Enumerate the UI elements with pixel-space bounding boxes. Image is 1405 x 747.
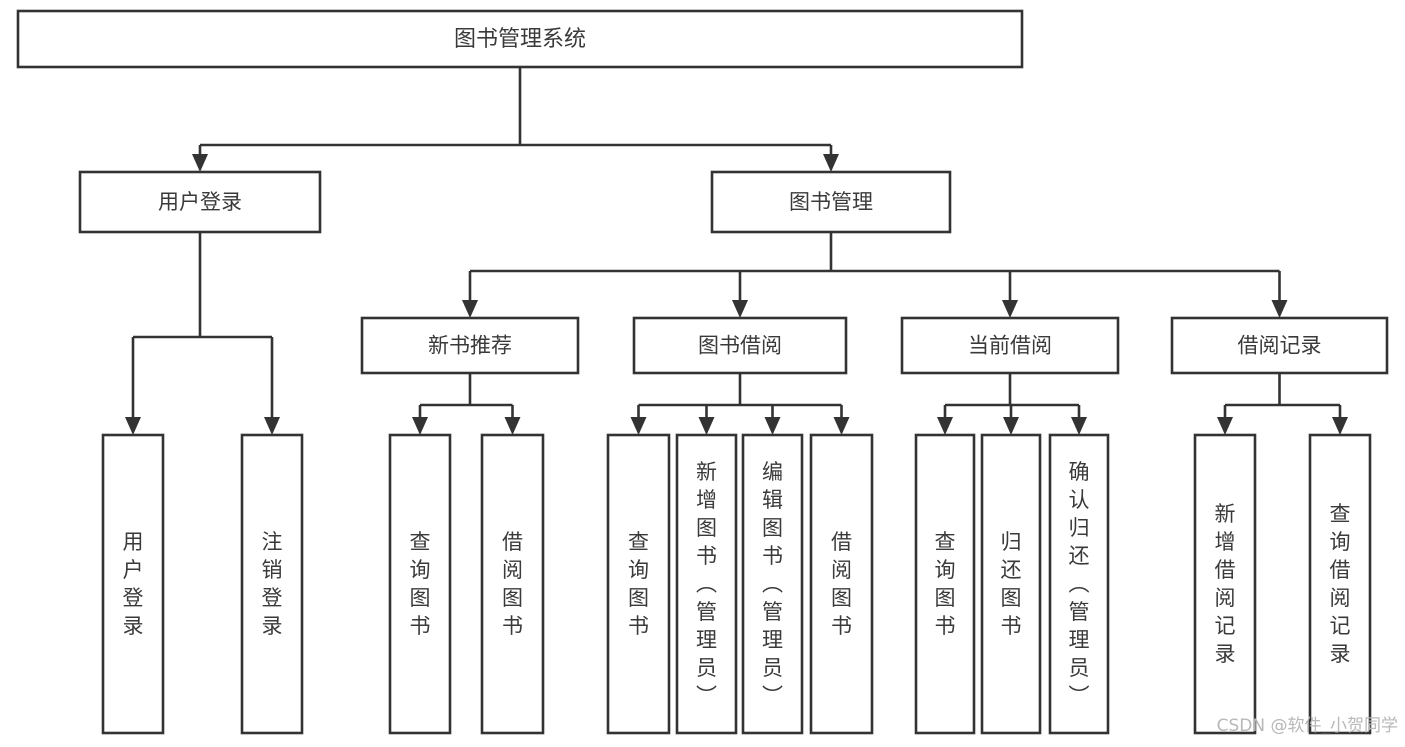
conn-book-management-branch-0-arrowhead-icon [462,300,478,318]
node-level3-new-book-recommend-box[interactable] [360,316,580,375]
node-level3-borrow-record-label: 借阅记录 [1238,334,1322,358]
node-leaf-leaf-add-borrow-record-label: 新增借阅记录 [1215,502,1236,666]
watermark-layer: CSDN @软件_小贺同学 [1217,716,1398,736]
node-leaf-leaf-query-book-borrow-label: 查询图书 [628,530,649,638]
node-leaf-leaf-return-book-box[interactable] [980,433,1042,735]
node-leaf-leaf-add-borrow-record[interactable]: 新增借阅记录 [1193,433,1257,735]
node-leaf-leaf-query-book-recommend-label: 查询图书 [410,530,431,638]
conn-current-borrow-branch-2-arrowhead-icon [1071,417,1087,435]
conn-book-borrow-branch-1-arrowhead-icon [698,417,715,435]
node-level2-book-management-label: 图书管理 [789,190,873,214]
node-leaf-leaf-user-login-box[interactable] [101,433,165,735]
node-leaf-leaf-query-book-recommend-box[interactable] [388,433,452,735]
conn-root-branch-0-arrowhead-icon [192,154,208,172]
node-leaf-leaf-confirm-return-admin-label: 确认归还︵管理员︶ [1069,460,1090,708]
node-root[interactable]: 图书管理系统 [16,9,1024,69]
node-leaf-leaf-query-borrow-record-box[interactable] [1308,433,1372,735]
node-leaf-leaf-edit-book-admin-box[interactable] [741,433,804,735]
conn-book-borrow-branch-0-arrowhead-icon [630,417,647,435]
node-level3-current-borrow-box[interactable] [900,316,1120,375]
conn-current-borrow-branch-1-arrowhead-icon [1003,417,1019,435]
node-leaf-leaf-return-book-label: 归还图书 [1001,530,1022,638]
conn-borrow-record-branch-1-arrowhead-icon [1332,417,1348,435]
node-leaf-leaf-query-book-borrow-box[interactable] [606,433,671,735]
conn-root-branch-1-arrowhead-icon [823,154,839,172]
conn-user-login-branch-1-arrowhead-icon [264,417,280,435]
node-level3-book-borrow[interactable]: 图书借阅 [632,316,848,375]
node-level3-book-borrow-box[interactable] [632,316,848,375]
node-leaf-leaf-add-book-admin-box[interactable] [675,433,738,735]
conn-book-borrow-branch-3-arrowhead-icon [833,417,850,435]
node-leaf-leaf-query-book-current[interactable]: 查询图书 [914,433,976,735]
conn-book-management-branch-1-arrowhead-icon [732,300,748,318]
node-leaf-leaf-query-borrow-record-label: 查询借阅记录 [1330,502,1351,666]
node-leaf-leaf-borrow-book-box[interactable] [809,433,874,735]
node-leaf-leaf-query-book-borrow[interactable]: 查询图书 [606,433,671,735]
node-leaf-leaf-add-book-admin[interactable]: 新增图书︵管理员︶ [675,433,738,735]
node-level2-user-login-label: 用户登录 [158,190,242,214]
conn-book-management-branch-2-arrowhead-icon [1002,300,1018,318]
node-leaf-leaf-user-login[interactable]: 用户登录 [101,433,165,735]
node-level2-book-management-box[interactable] [710,170,952,234]
node-level3-new-book-recommend[interactable]: 新书推荐 [360,316,580,375]
node-root-box[interactable] [16,9,1024,69]
node-leaf-leaf-confirm-return-admin-box[interactable] [1048,433,1110,735]
node-leaf-leaf-user-login-label: 用户登录 [123,530,144,638]
node-level3-new-book-recommend-label: 新书推荐 [428,334,512,358]
node-leaf-leaf-edit-book-admin[interactable]: 编辑图书︵管理员︶ [741,433,804,735]
node-leaf-leaf-edit-book-admin-label: 编辑图书︵管理员︶ [762,460,783,708]
node-leaf-leaf-query-book-current-label: 查询图书 [935,530,956,638]
node-leaf-leaf-logout-label: 注销登录 [262,530,283,638]
conn-current-borrow-branch-0-arrowhead-icon [937,417,953,435]
node-leaf-leaf-logout-box[interactable] [240,433,304,735]
node-leaf-leaf-borrow-book-label: 借阅图书 [831,530,852,638]
node-leaf-leaf-return-book[interactable]: 归还图书 [980,433,1042,735]
node-level2-book-management[interactable]: 图书管理 [710,170,952,234]
node-layer: 图书管理系统用户登录图书管理新书推荐图书借阅当前借阅借阅记录用户登录注销登录查询… [16,9,1389,735]
node-level2-user-login[interactable]: 用户登录 [78,170,322,234]
node-leaf-leaf-confirm-return-admin[interactable]: 确认归还︵管理员︶ [1048,433,1110,735]
node-leaf-leaf-query-book-recommend[interactable]: 查询图书 [388,433,452,735]
node-level3-current-borrow[interactable]: 当前借阅 [900,316,1120,375]
node-level3-borrow-record[interactable]: 借阅记录 [1170,316,1389,375]
node-level3-current-borrow-label: 当前借阅 [968,334,1052,358]
conn-book-borrow-branch-2-arrowhead-icon [764,417,781,435]
node-level3-book-borrow-label: 图书借阅 [698,334,782,358]
node-leaf-leaf-query-book-current-box[interactable] [914,433,976,735]
node-leaf-leaf-add-book-admin-label: 新增图书︵管理员︶ [696,460,717,708]
conn-new-book-recommend-branch-1-arrowhead-icon [504,417,521,435]
node-level3-borrow-record-box[interactable] [1170,316,1389,375]
connector-layer [125,67,1348,435]
node-leaf-leaf-add-borrow-record-box[interactable] [1193,433,1257,735]
conn-new-book-recommend-branch-0-arrowhead-icon [412,417,428,435]
node-level2-user-login-box[interactable] [78,170,322,234]
conn-user-login-branch-0-arrowhead-icon [125,417,141,435]
node-leaf-leaf-borrow-book-recommend[interactable]: 借阅图书 [480,433,545,735]
node-leaf-leaf-query-borrow-record[interactable]: 查询借阅记录 [1308,433,1372,735]
node-leaf-leaf-borrow-book-recommend-box[interactable] [480,433,545,735]
watermark-text: CSDN @软件_小贺同学 [1217,716,1398,736]
node-leaf-leaf-logout[interactable]: 注销登录 [240,433,304,735]
node-leaf-leaf-borrow-book[interactable]: 借阅图书 [809,433,874,735]
conn-borrow-record-branch-0-arrowhead-icon [1217,417,1233,435]
node-root-label: 图书管理系统 [454,27,586,52]
conn-book-management-branch-3-arrowhead-icon [1271,300,1288,318]
node-leaf-leaf-borrow-book-recommend-label: 借阅图书 [502,530,523,638]
